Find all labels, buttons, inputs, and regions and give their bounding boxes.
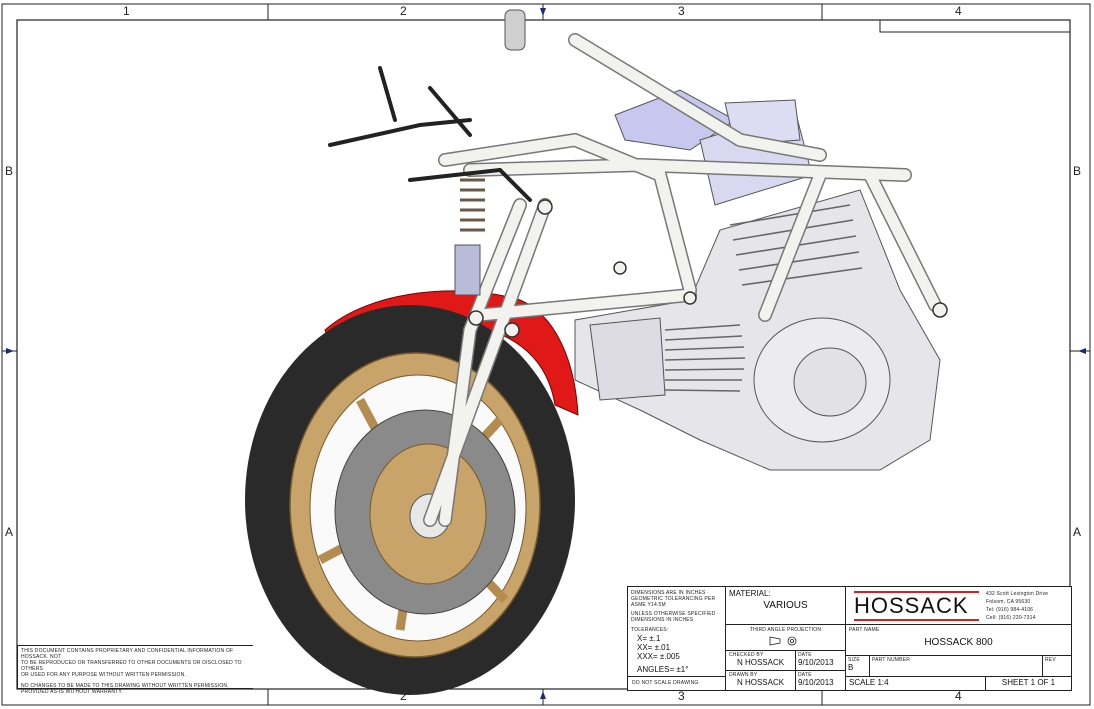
tolerance-label: TOLERANCES: <box>631 627 669 633</box>
part-name-cell: PART NAME HOSSACK 800 <box>846 625 1071 656</box>
note-line: PROVIDED AS-IS WITHOUT WARRANTY. <box>21 689 123 695</box>
steering-stem <box>504 9 526 51</box>
brand-rule-top <box>854 591 979 593</box>
part-number-cell: PART NUMBER <box>870 656 1043 677</box>
third-angle-projection-icon <box>769 636 796 646</box>
zone-label-bottom-2: 2 <box>400 689 407 703</box>
tolerance-header: DIMENSIONS ARE IN INCHES · GEOMETRIC TOL… <box>631 590 716 608</box>
rev-label: REV <box>1045 657 1056 663</box>
scale-cell: SCALE 1:4 <box>846 677 986 690</box>
drawn-date: 9/10/2013 <box>798 678 834 687</box>
do-not-scale-cell: DO NOT SCALE DRAWING <box>628 677 726 690</box>
scale-value: SCALE 1:4 <box>849 678 889 687</box>
material-label: MATERIAL: <box>729 589 771 598</box>
title-block: DIMENSIONS ARE IN INCHES · GEOMETRIC TOL… <box>627 586 1072 691</box>
material-cell: MATERIAL: VARIOUS <box>726 587 846 625</box>
size-label: SIZE <box>848 657 860 663</box>
checked-name: N HOSSACK <box>736 658 785 667</box>
proprietary-notes: THIS DOCUMENT CONTAINS PROPRIETARY AND C… <box>17 645 253 695</box>
checked-by-cell: CHECKED BY N HOSSACK <box>726 651 796 671</box>
size-value: B <box>848 663 854 672</box>
projection-label: THIRD ANGLE PROJECTION <box>749 627 822 633</box>
tolerance-x: X= ±.1 <box>637 634 661 643</box>
zone-label-bottom-3: 3 <box>678 689 685 703</box>
drawn-date-cell: DATE 9/10/2013 <box>796 671 846 690</box>
tolerance-xxx: XXX= ±.005 <box>637 652 680 661</box>
size-cell: SIZE B <box>846 656 870 677</box>
material-value: VARIOUS <box>763 600 808 611</box>
zone-label-top-4: 4 <box>955 4 962 18</box>
company-cell: HOSSACK 432 Scott Lexington Drive Folsom… <box>846 587 1071 625</box>
part-name: HOSSACK 800 <box>924 637 993 648</box>
zone-label-left-a: A <box>5 525 14 539</box>
frame-joints <box>468 199 948 338</box>
company-cell-phone: Cell: (916) 220-7314 <box>986 615 1036 621</box>
frame <box>423 33 942 527</box>
brand-rule-bottom <box>854 619 979 621</box>
note-line: THIS DOCUMENT CONTAINS PROPRIETARY AND C… <box>21 648 234 660</box>
drawn-label: DRAWN BY <box>729 672 758 678</box>
part-number-label: PART NUMBER <box>872 657 911 663</box>
zone-label-left-b: B <box>5 164 14 178</box>
date-label: DATE <box>798 652 812 658</box>
drawn-name: N HOSSACK <box>736 678 785 687</box>
checked-label: CHECKED BY <box>729 652 764 658</box>
handlebars <box>328 66 532 202</box>
zone-label-right-a: A <box>1073 525 1082 539</box>
zone-label-top-3: 3 <box>678 4 685 18</box>
zone-label-right-b: B <box>1073 164 1082 178</box>
tolerance-cell: DIMENSIONS ARE IN INCHES · GEOMETRIC TOL… <box>628 587 726 677</box>
tolerance-angles: ANGLES= ±1° <box>637 665 689 674</box>
front-shock <box>460 178 485 232</box>
note-line: NO CHANGES TO BE MADE TO THIS DRAWING WI… <box>21 683 229 689</box>
do-not-scale-note: DO NOT SCALE DRAWING <box>632 680 699 686</box>
front-wheel <box>245 305 575 695</box>
note-line: TO BE REPRODUCED OR TRANSFERRED TO OTHER… <box>21 660 242 672</box>
projection-cell: THIRD ANGLE PROJECTION <box>726 625 846 651</box>
company-address: Folsom, CA 95630 <box>986 599 1031 605</box>
checked-date-cell: DATE 9/10/2013 <box>796 651 846 671</box>
tolerance-xx: XX= ±.01 <box>637 643 671 652</box>
checked-date: 9/10/2013 <box>798 658 834 667</box>
zone-label-top-1: 1 <box>123 4 130 18</box>
part-name-label: PART NAME <box>849 627 880 633</box>
date-label: DATE <box>798 672 812 678</box>
company-logo: HOSSACK <box>854 593 969 618</box>
company-address: 432 Scott Lexington Drive <box>986 591 1049 597</box>
sheet-cell: SHEET 1 OF 1 <box>986 677 1071 690</box>
note-line: OR USED FOR ANY PURPOSE WITHOUT WRITTEN … <box>21 672 187 678</box>
zone-label-bottom-4: 4 <box>955 689 962 703</box>
zone-label-top-2: 2 <box>400 4 407 18</box>
shock-body <box>454 244 481 296</box>
sheet-value: SHEET 1 OF 1 <box>1001 678 1056 687</box>
engine-block <box>574 189 941 471</box>
rev-cell: REV <box>1043 656 1071 677</box>
finish-note: UNLESS OTHERWISE SPECIFIED · DIMENSIONS … <box>631 611 720 623</box>
company-phone: Tel: (916) 984-4106 <box>986 607 1034 613</box>
drawn-by-cell: DRAWN BY N HOSSACK <box>726 671 796 690</box>
